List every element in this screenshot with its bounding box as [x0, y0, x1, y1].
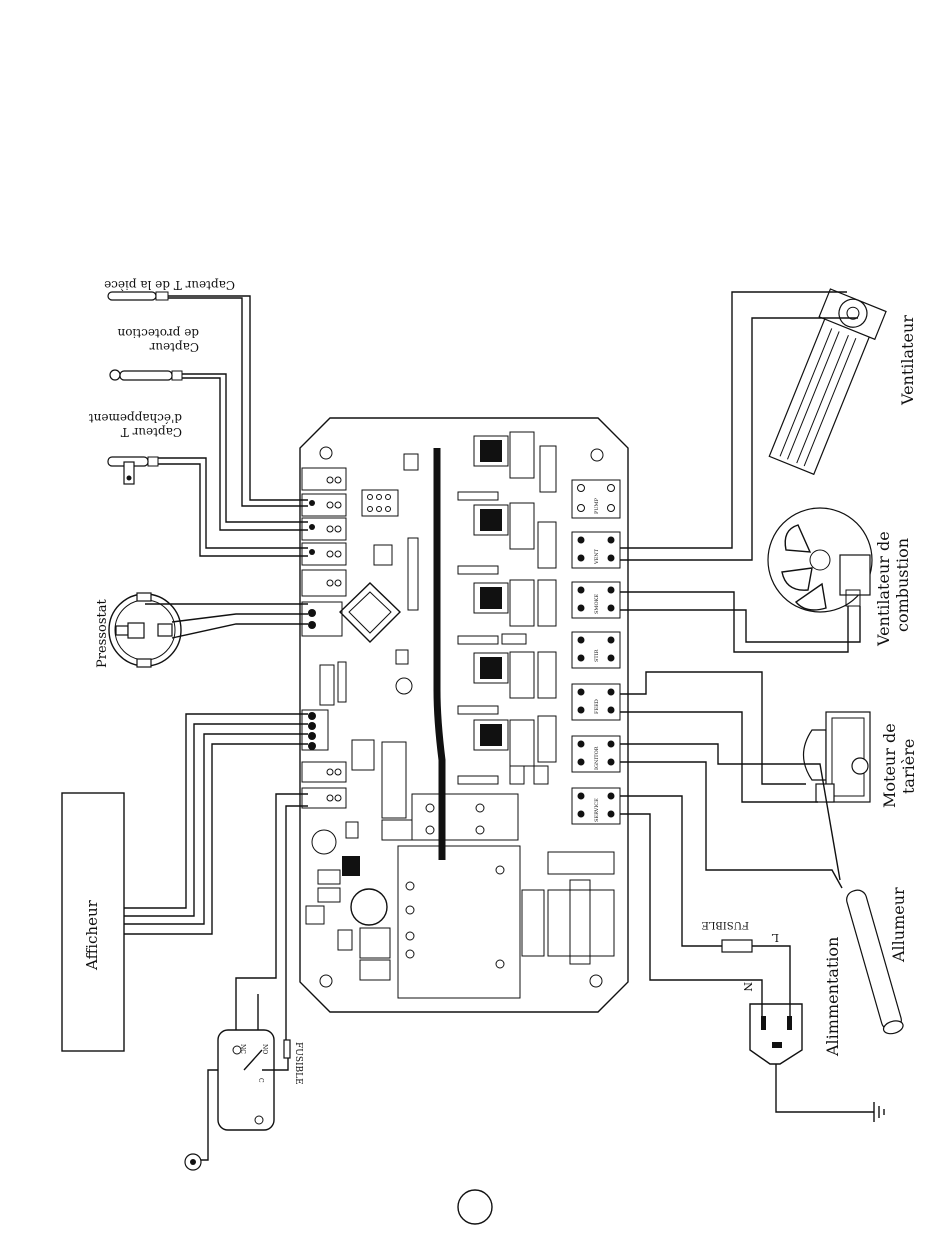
relay-section: [398, 432, 614, 998]
exhaust-sensor-label-2: d'échappement: [89, 411, 182, 425]
terminal-label: SMOKE: [594, 594, 600, 614]
terminal-smoke: SMOKE: [572, 582, 620, 618]
power-phase-l: L: [771, 931, 779, 944]
exhaust-sensor-label-1: Capteur T: [121, 425, 182, 439]
display-unit: Afficheur: [62, 714, 308, 1051]
power-supply: FUSIBLE L N Alimmentation: [620, 796, 884, 1122]
switch-mark-nc: NC: [239, 1044, 246, 1054]
control-board: PUMP VENT SMOKE STIR: [300, 418, 628, 1012]
power-neutral-n: N: [741, 982, 754, 992]
ventilator-label: Ventilateur: [898, 315, 917, 406]
terminal-label: PUMP: [594, 497, 600, 514]
display-unit-label: Afficheur: [83, 899, 101, 971]
terminal-label: SERVICE: [594, 798, 600, 822]
pressostat: Pressostat: [95, 593, 308, 668]
terminal-feed: FEED: [572, 684, 620, 720]
power-supply-label: Alimmentation: [823, 937, 842, 1057]
auger-motor-label-1: Moteur de: [880, 723, 899, 808]
terminal-stir: STIR: [572, 632, 620, 668]
terminal-ignitor: IGNITOR: [572, 736, 620, 772]
combustion-fan-label-1: Ventilateur de: [874, 531, 893, 647]
power-fuse-label: FUSIBLE: [702, 919, 749, 930]
left-connectors: [302, 468, 346, 808]
pressostat-label: Pressostat: [95, 599, 110, 668]
exhaust-sensor: Capteur T d'échappement: [89, 411, 308, 556]
switch-mark-no: NO: [261, 1044, 268, 1054]
protection-sensor-label-1: Capteur: [149, 340, 199, 354]
terminal-service: SERVICE: [572, 788, 620, 824]
page-number-circle: [458, 1190, 492, 1224]
board-components: [306, 454, 418, 980]
terminal-label: VENT: [594, 548, 600, 565]
terminal-label: STIR: [594, 649, 600, 662]
igniter-label: Allumeur: [889, 887, 908, 963]
room-temp-sensor-label: Capteur T de la pièce: [104, 278, 235, 292]
combustion-fan-label-2: combustion: [893, 538, 912, 632]
combustion-fan: Ventilateur de combustion: [620, 508, 912, 652]
terminal-label: IGNITOR: [594, 746, 600, 770]
auger-motor: Moteur de tarière: [620, 672, 918, 808]
terminal-vent: VENT: [572, 532, 620, 568]
terminal-blocks: PUMP VENT SMOKE STIR: [572, 480, 620, 824]
protection-sensor-label-2: de protection: [117, 326, 199, 340]
ventilator: Ventilateur: [620, 289, 917, 560]
terminal-pump: PUMP: [572, 480, 620, 518]
terminal-label: FEED: [594, 699, 600, 714]
auger-motor-label-2: tarière: [899, 739, 918, 794]
switch-fuse-label: FUSIBLE: [293, 1042, 303, 1085]
switch-mark-c: C: [257, 1078, 264, 1083]
